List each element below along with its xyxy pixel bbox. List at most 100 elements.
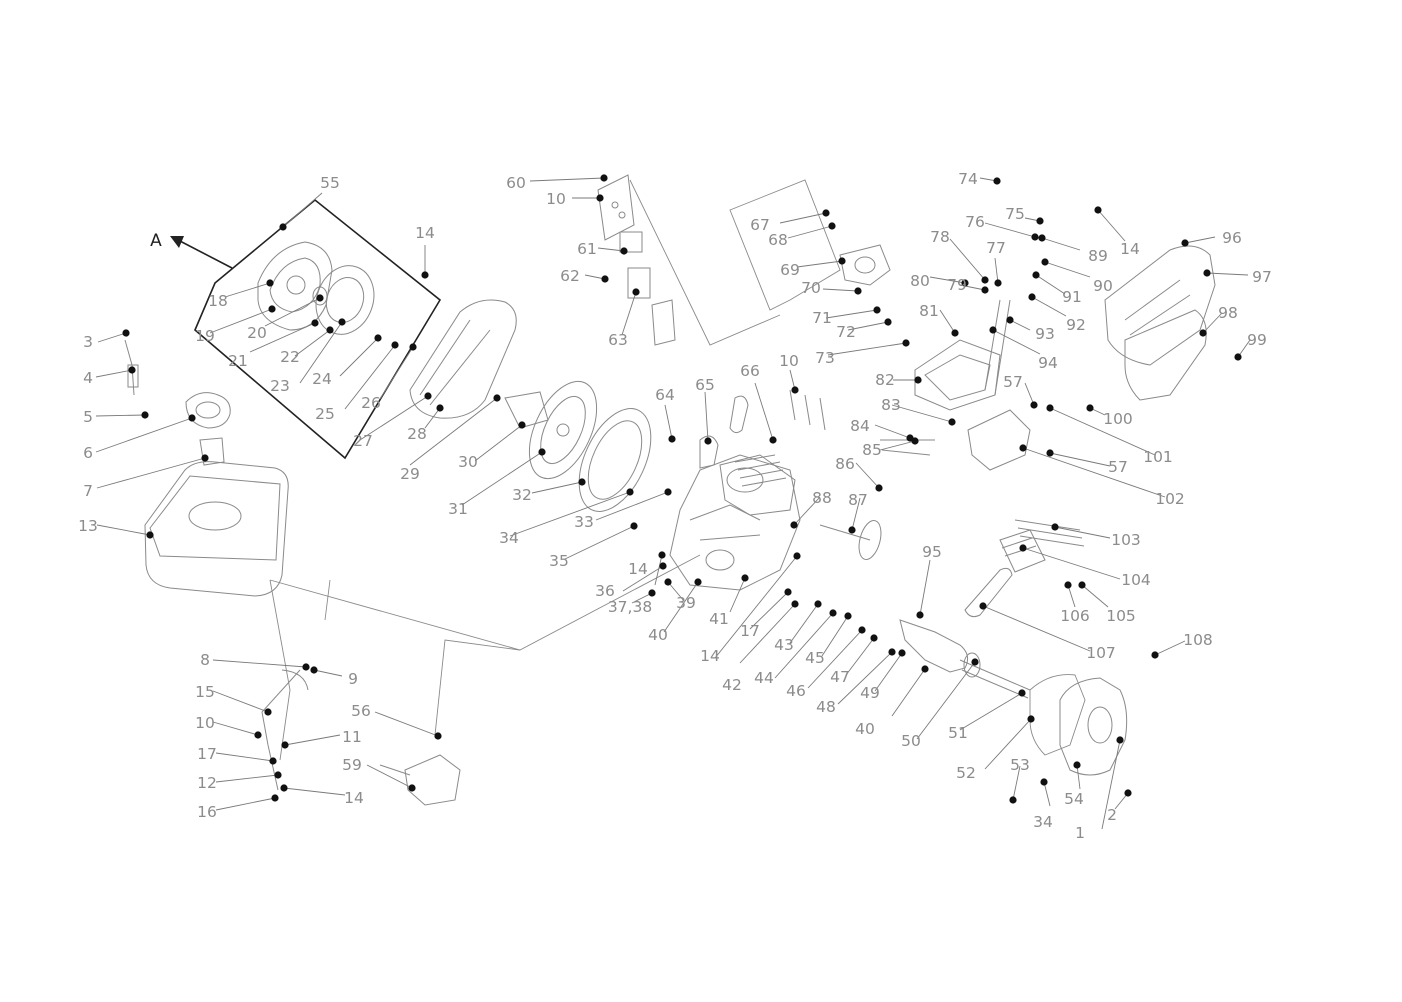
callout-dot-26 xyxy=(409,343,417,351)
callout-dot-91 xyxy=(1032,271,1040,279)
callout-dot-61 xyxy=(620,247,628,255)
part-number-label: 105 xyxy=(1106,607,1136,625)
callout-dot-34 xyxy=(1040,778,1048,786)
part-number-label: 1 xyxy=(1075,824,1085,842)
callout-dot-106 xyxy=(1064,581,1072,589)
part-number-label: 31 xyxy=(448,500,468,518)
callout-dot-97 xyxy=(1203,269,1211,277)
part-number-label: 81 xyxy=(919,302,939,320)
part-number-label: 61 xyxy=(577,240,597,258)
callout-dot-45 xyxy=(844,612,852,620)
callout-dot-37-38 xyxy=(648,589,656,597)
callout-dot-18 xyxy=(266,279,274,287)
callout-dot-75 xyxy=(1036,217,1044,225)
part-number-label: 32 xyxy=(512,486,532,504)
part-number-label: 17 xyxy=(197,745,217,763)
callout-dot-33 xyxy=(626,488,634,496)
part-number-label: 84 xyxy=(850,417,870,435)
callout-dot-8 xyxy=(302,663,310,671)
part-number-label: 82 xyxy=(875,371,895,389)
part-number-label: 70 xyxy=(801,279,821,297)
part-number-label: 53 xyxy=(1010,756,1030,774)
callout-dot-87 xyxy=(848,526,856,534)
callout-dot-14 xyxy=(280,784,288,792)
callout-dot-57 xyxy=(1030,401,1038,409)
callout-dot-107 xyxy=(979,602,987,610)
callout-dot-24 xyxy=(374,334,382,342)
callout-dot-5 xyxy=(141,411,149,419)
callout-dot-40 xyxy=(921,665,929,673)
part-number-label: 71 xyxy=(812,309,832,327)
part-number-label: 57 xyxy=(1108,458,1128,476)
callout-dot-9 xyxy=(310,666,318,674)
callout-dot-22 xyxy=(326,326,334,334)
part-number-label: 29 xyxy=(400,465,420,483)
part-number-label: 22 xyxy=(280,348,300,366)
callout-dot-14 xyxy=(658,551,666,559)
part-number-label: 103 xyxy=(1111,531,1141,549)
callout-dot-1 xyxy=(1116,736,1124,744)
callout-dot-41 xyxy=(741,574,749,582)
part-number-label: 75 xyxy=(1005,205,1025,223)
part-number-label: 92 xyxy=(1066,316,1086,334)
part-number-label: 19 xyxy=(195,327,215,345)
part-number-label: 16 xyxy=(197,803,217,821)
callout-dot-21 xyxy=(311,319,319,327)
part-number-label: 27 xyxy=(353,432,373,450)
part-number-label: 26 xyxy=(361,394,381,412)
part-number-label: 100 xyxy=(1103,410,1133,428)
callout-dot-2 xyxy=(1124,789,1132,797)
callout-dot-12 xyxy=(274,771,282,779)
callout-dot-10 xyxy=(791,386,799,394)
callout-dot-4 xyxy=(128,366,136,374)
callout-dot-98 xyxy=(1199,329,1207,337)
part-number-label: 13 xyxy=(78,517,98,535)
part-number-label: 14 xyxy=(628,560,648,578)
leader-lines xyxy=(95,177,1251,830)
part-number-label: 90 xyxy=(1093,277,1113,295)
callout-dot-66 xyxy=(769,436,777,444)
callout-dot-25 xyxy=(391,341,399,349)
callout-dot-14 xyxy=(1094,206,1102,214)
part-number-label: 17 xyxy=(740,622,760,640)
callout-dot-57 xyxy=(1046,449,1054,457)
part-number-label: 87 xyxy=(848,491,868,509)
part-number-label: 48 xyxy=(816,698,836,716)
callout-dot-68 xyxy=(828,222,836,230)
callout-dot-104 xyxy=(1019,544,1027,552)
part-number-label: 72 xyxy=(836,323,856,341)
callout-dot-14 xyxy=(421,271,429,279)
callout-dot-60 xyxy=(600,174,608,182)
part-number-label: 35 xyxy=(549,552,569,570)
part-number-label: 62 xyxy=(560,267,580,285)
part-number-label: 46 xyxy=(786,682,806,700)
part-number-label: 89 xyxy=(1088,247,1108,265)
part-number-label: 86 xyxy=(835,455,855,473)
callout-dot-7 xyxy=(201,454,209,462)
callout-dot-31 xyxy=(538,448,546,456)
callout-dot-59 xyxy=(408,784,416,792)
callout-dot-105 xyxy=(1078,581,1086,589)
part-number-label: 66 xyxy=(740,362,760,380)
part-number-label: 41 xyxy=(709,610,729,628)
part-number-label: 14 xyxy=(415,224,435,242)
part-number-label: 10 xyxy=(779,352,799,370)
part-number-label: 59 xyxy=(342,756,362,774)
callout-dot-39 xyxy=(664,578,672,586)
callout-dot-88 xyxy=(790,521,798,529)
callout-dot-28 xyxy=(436,404,444,412)
callout-dot-34 xyxy=(664,488,672,496)
callout-dot-64 xyxy=(668,435,676,443)
callout-dot-43 xyxy=(814,600,822,608)
callout-dot-69 xyxy=(838,257,846,265)
callout-dot-85 xyxy=(911,437,919,445)
callout-dot-44 xyxy=(829,609,837,617)
callout-dot-35 xyxy=(630,522,638,530)
part-number-label: 74 xyxy=(958,170,978,188)
callout-dot-80 xyxy=(961,279,969,287)
part-number-label: 97 xyxy=(1252,268,1272,286)
callout-dot-6 xyxy=(188,414,196,422)
part-number-label: 88 xyxy=(812,489,832,507)
part-number-label: 9 xyxy=(348,670,358,688)
part-number-label: 96 xyxy=(1222,229,1242,247)
